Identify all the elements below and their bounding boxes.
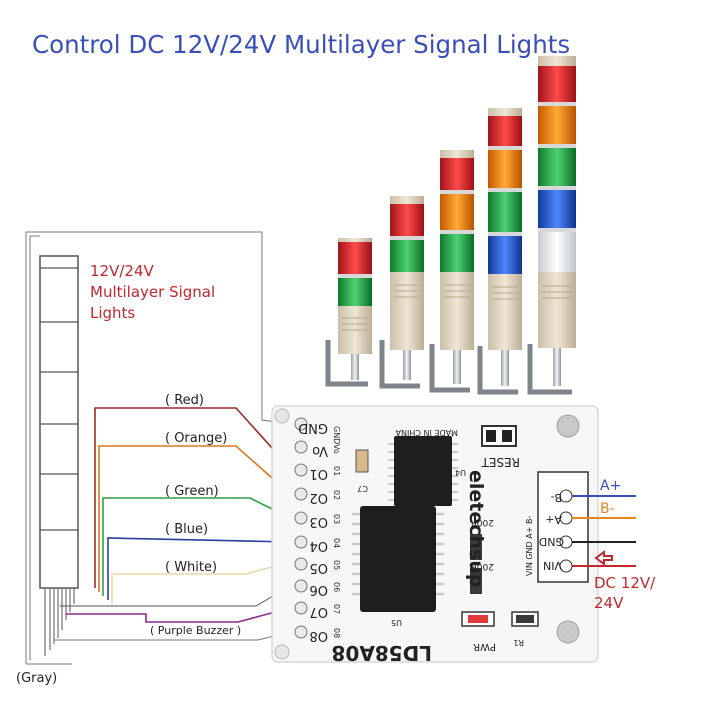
board-c7-label: C7	[357, 484, 368, 493]
board-u5-label: U5	[391, 618, 402, 627]
inner-pin-05: 05	[332, 560, 341, 570]
label-b-minus: B-	[600, 501, 615, 517]
label-a-plus: A+	[600, 478, 621, 494]
pin-label-o2: O2	[309, 490, 328, 505]
board-left-pin-labels: GND Vo O1 O2 O3 O4 O5 O6 O7 O8	[298, 420, 328, 643]
board-brand: eletechsup	[465, 470, 487, 587]
tower-label-line3: Lights	[90, 304, 135, 322]
inner-pin-07: 07	[332, 604, 341, 614]
tower-label-line2: Multilayer Signal	[90, 283, 215, 301]
board-texts: LD58A08 eletechsup MADE IN CHINA RESET P…	[332, 428, 535, 665]
inner-pin-vo: Vo	[332, 444, 341, 454]
wire-label-orange: ( Orange)	[165, 431, 227, 446]
schematic-tower	[25, 231, 293, 665]
pin-label-o3: O3	[309, 514, 328, 529]
board-reset-label: RESET	[481, 455, 520, 469]
inner-pin-08: 08	[332, 628, 341, 638]
pin-label-o7: O7	[309, 604, 328, 619]
pin-label-o6: O6	[309, 582, 328, 597]
pin-label-vo: Vo	[312, 443, 328, 458]
tower-4-layer	[477, 108, 522, 395]
power-arrow-icon	[594, 550, 613, 566]
right-pin-vin: VIN	[543, 559, 562, 572]
pin-label-o4: O4	[309, 538, 328, 553]
board-right-pin-labels: B- A+ GND VIN	[539, 491, 564, 572]
wire-label-green: ( Green)	[165, 484, 219, 499]
inner-pin-01: 01	[332, 466, 341, 476]
right-wires	[572, 495, 636, 567]
label-power-line2: 24V	[594, 594, 624, 612]
board-right-inner-labels: VIN GND A+ B-	[525, 516, 534, 576]
board-inner-pin-labels: GND Vo 01 02 03 04 05 06 07 08	[332, 426, 341, 638]
right-pin-b-minus: B-	[550, 491, 562, 504]
inner-pin-02: 02	[332, 490, 341, 500]
tower-3-layer	[429, 150, 474, 393]
wire-label-blue: ( Blue)	[165, 522, 208, 537]
board-made-in: MADE IN CHINA	[395, 428, 458, 437]
inner-pin-06: 06	[332, 582, 341, 592]
wire-label-buzzer: ( Purple Buzzer )	[150, 624, 241, 637]
wire-label-gray: (Gray)	[16, 671, 57, 686]
board-pwr-label: PWR	[473, 641, 496, 652]
board-u4-label: U4	[455, 468, 466, 477]
tower-label-line1: 12V/24V	[90, 262, 154, 280]
label-power-line1: DC 12V/	[594, 574, 656, 592]
tower-5-layer	[527, 56, 576, 395]
pin-label-o5: O5	[309, 560, 328, 575]
inner-pin-gnd: GND	[332, 426, 341, 444]
tower-2-layer-b	[379, 196, 424, 389]
right-pin-gnd: GND	[539, 535, 564, 548]
inner-pin-03: 03	[332, 514, 341, 524]
page-title: Control DC 12V/24V Multilayer Signal Lig…	[32, 30, 570, 59]
controller-board	[271, 405, 599, 663]
wire-label-white: ( White)	[165, 560, 217, 575]
tower-2-layer	[325, 238, 372, 387]
pin-label-o8: O8	[309, 628, 328, 643]
pin-label-o1: O1	[309, 466, 328, 481]
board-resistor-b: 200R	[471, 561, 494, 571]
wire-label-red: ( Red)	[165, 393, 204, 408]
board-model: LD58A08	[332, 641, 433, 665]
board-r1-label: R1	[513, 638, 524, 647]
right-pin-a-plus: A+	[545, 513, 562, 526]
pin-label-gnd: GND	[298, 420, 328, 435]
board-resistor-a: 200R	[471, 517, 494, 527]
inner-pin-04: 04	[332, 538, 341, 548]
